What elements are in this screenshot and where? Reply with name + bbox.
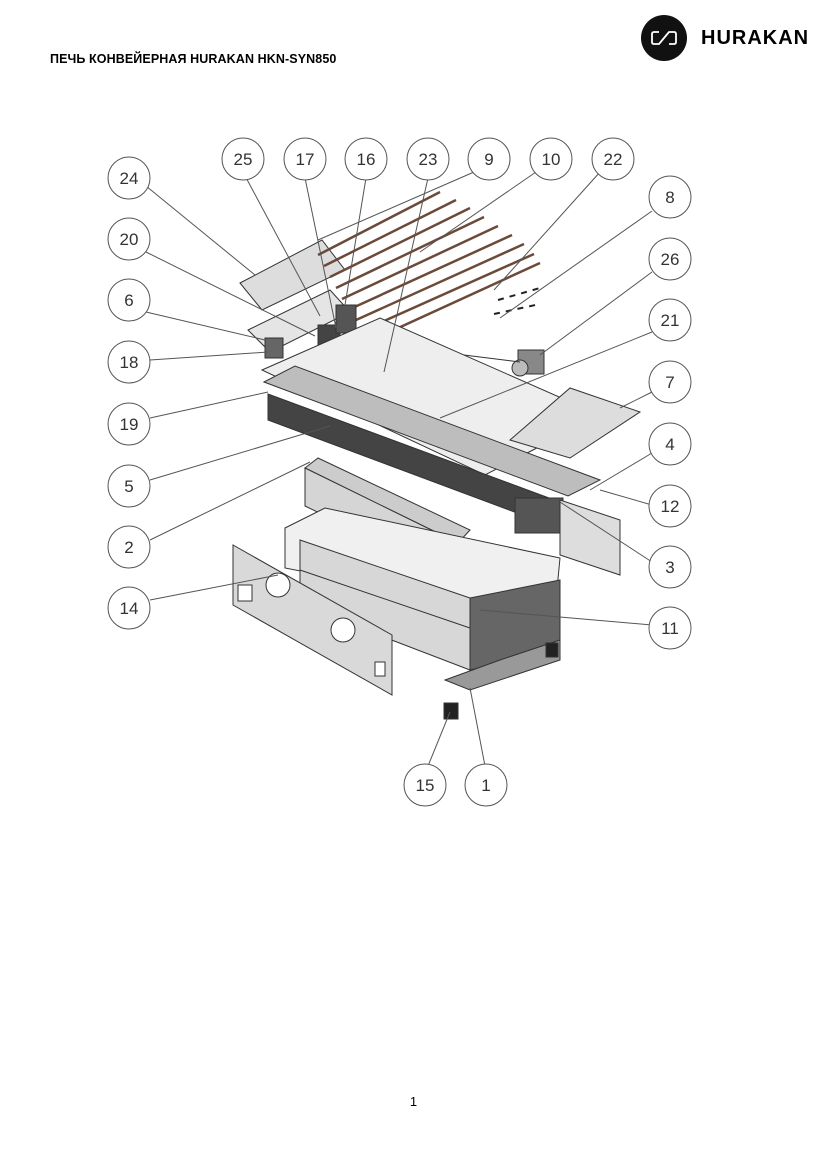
callout-17: 17 (283, 137, 327, 181)
svg-text:5: 5 (124, 477, 133, 496)
callout-18: 18 (107, 340, 151, 384)
svg-text:11: 11 (661, 619, 679, 638)
callout-25: 25 (221, 137, 265, 181)
brand-name: HURAKAN (701, 26, 810, 49)
callout-24: 24 (107, 156, 151, 200)
svg-text:21: 21 (661, 311, 680, 330)
svg-text:25: 25 (234, 150, 253, 169)
svg-text:22: 22 (604, 150, 623, 169)
svg-text:20: 20 (120, 230, 139, 249)
svg-text:16: 16 (357, 150, 376, 169)
svg-text:23: 23 (419, 150, 438, 169)
callout-6: 6 (107, 278, 151, 322)
callout-26: 26 (648, 237, 692, 281)
callout-9: 9 (467, 137, 511, 181)
svg-text:1: 1 (481, 776, 490, 795)
callout-7: 7 (648, 360, 692, 404)
svg-text:2: 2 (124, 538, 133, 557)
callout-5: 5 (107, 464, 151, 508)
svg-text:17: 17 (296, 150, 315, 169)
callout-23: 23 (406, 137, 450, 181)
svg-text:26: 26 (661, 250, 680, 269)
svg-text:4: 4 (665, 435, 674, 454)
logo-mark-icon (641, 15, 687, 61)
callout-20: 20 (107, 217, 151, 261)
svg-text:24: 24 (120, 169, 139, 188)
callout-3: 3 (648, 545, 692, 589)
svg-text:7: 7 (665, 373, 674, 392)
svg-text:19: 19 (120, 415, 139, 434)
callout-16: 16 (344, 137, 388, 181)
svg-text:15: 15 (416, 776, 435, 795)
svg-text:9: 9 (484, 150, 493, 169)
callout-4: 4 (648, 422, 692, 466)
callout-8: 8 (648, 175, 692, 219)
callout-11: 11 (648, 606, 692, 650)
callout-15: 15 (403, 763, 447, 807)
svg-text:18: 18 (120, 353, 139, 372)
page-number: 1 (409, 1094, 418, 1109)
callout-2: 2 (107, 525, 151, 569)
oven-assembly-drawing (232, 190, 642, 720)
document-title: ПЕЧЬ КОНВЕЙЕРНАЯ HURAKAN HKN-SYN850 (50, 52, 337, 66)
callout-10: 10 (529, 137, 573, 181)
callout-22: 22 (591, 137, 635, 181)
svg-text:14: 14 (120, 599, 139, 618)
brand-logo: HURAKAN (641, 15, 809, 61)
callout-12: 12 (648, 484, 692, 528)
callout-19: 19 (107, 402, 151, 446)
svg-text:6: 6 (124, 291, 133, 310)
callout-1: 1 (464, 763, 508, 807)
callout-21: 21 (648, 298, 692, 342)
callout-14: 14 (107, 586, 151, 630)
svg-text:10: 10 (542, 150, 561, 169)
svg-text:8: 8 (665, 188, 674, 207)
svg-text:12: 12 (661, 497, 680, 516)
svg-text:3: 3 (665, 558, 674, 577)
